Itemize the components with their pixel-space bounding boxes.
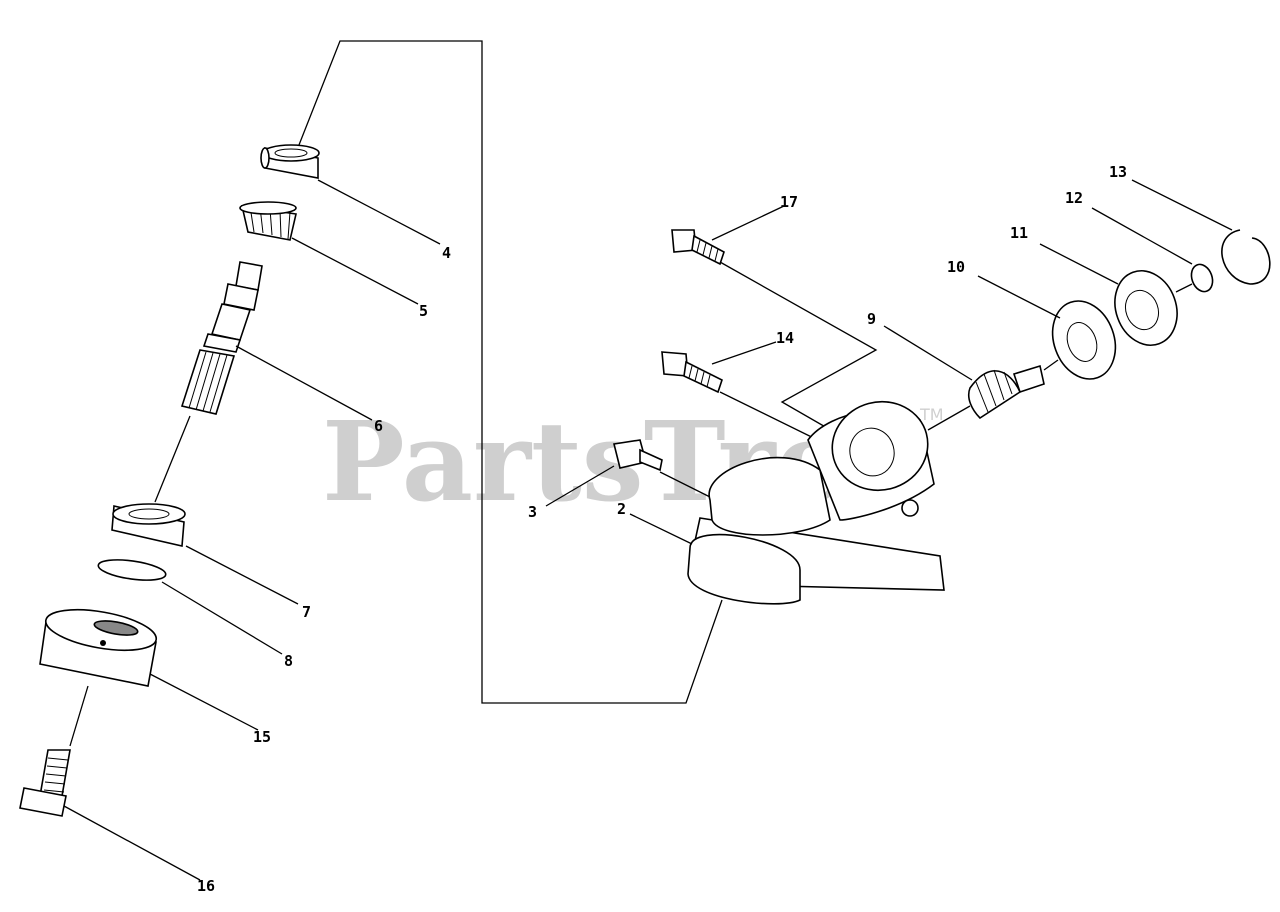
callout-3[interactable]: 3 <box>528 503 537 521</box>
callout-17[interactable]: 17 <box>780 193 798 211</box>
callout-15[interactable]: 15 <box>253 728 271 746</box>
leader-12 <box>1091 207 1193 265</box>
callout-16[interactable]: 16 <box>197 877 215 895</box>
bearing-part-11[interactable] <box>1105 262 1187 354</box>
bolt-part-14[interactable] <box>661 351 723 394</box>
leader-3 <box>545 465 615 507</box>
leader-15 <box>149 673 259 731</box>
callout-6[interactable]: 6 <box>374 417 383 435</box>
leader-6 <box>235 345 373 421</box>
leader-17 <box>711 205 785 241</box>
leader-9 <box>883 325 973 381</box>
snap-ring-part-12[interactable] <box>1188 261 1216 294</box>
bearing-part-4[interactable] <box>260 144 320 179</box>
callout-11[interactable]: 11 <box>1010 224 1028 242</box>
pinion-axis-line <box>927 405 971 431</box>
bolt-axis-line <box>69 685 89 747</box>
leader-2 <box>629 513 693 545</box>
leader-10 <box>977 275 1061 319</box>
bolt-part-16[interactable] <box>19 749 71 817</box>
bolt-3-axis-line <box>659 471 717 501</box>
leader-8 <box>161 581 283 655</box>
bearing-part-7[interactable] <box>111 503 186 547</box>
bearing-part-10[interactable] <box>1042 292 1126 388</box>
bolt-part-3[interactable] <box>613 439 663 472</box>
shaft-axis-line <box>154 415 191 503</box>
ring-12-axis-line <box>1175 283 1193 293</box>
callout-9[interactable]: 9 <box>867 310 876 328</box>
leader-4 <box>317 179 441 245</box>
callout-13[interactable]: 13 <box>1109 163 1127 181</box>
bolt-17-axis-line <box>719 261 878 441</box>
callout-10[interactable]: 10 <box>947 258 965 276</box>
callout-8[interactable]: 8 <box>284 652 293 670</box>
leader-16 <box>63 805 201 881</box>
callout-2[interactable]: 2 <box>617 500 626 518</box>
snap-ring-part-8[interactable] <box>97 556 167 583</box>
leader-14 <box>711 341 777 365</box>
watermark-trademark: TM <box>919 405 944 424</box>
pinion-gear-part-9[interactable] <box>967 364 1045 420</box>
leader-11 <box>1039 243 1119 285</box>
callout-5[interactable]: 5 <box>419 302 428 320</box>
callout-12[interactable]: 12 <box>1065 189 1083 207</box>
leader-5 <box>291 237 419 305</box>
drive-shaft-part-6[interactable] <box>180 261 263 415</box>
callout-14[interactable]: 14 <box>776 329 794 347</box>
gear-case-part-2[interactable] <box>687 391 945 605</box>
bevel-gear-part-5[interactable] <box>239 201 297 241</box>
assembly-bracket-line <box>296 40 723 704</box>
holder-part-15[interactable] <box>39 603 159 687</box>
circlip-part-13[interactable] <box>1221 229 1271 285</box>
callout-4[interactable]: 4 <box>442 244 451 262</box>
bearing-10-axis-line <box>1043 359 1059 371</box>
leader-13 <box>1131 179 1233 231</box>
callout-7[interactable]: 7 <box>302 603 311 621</box>
leader-7 <box>185 545 299 605</box>
bolt-part-17[interactable] <box>671 229 725 266</box>
